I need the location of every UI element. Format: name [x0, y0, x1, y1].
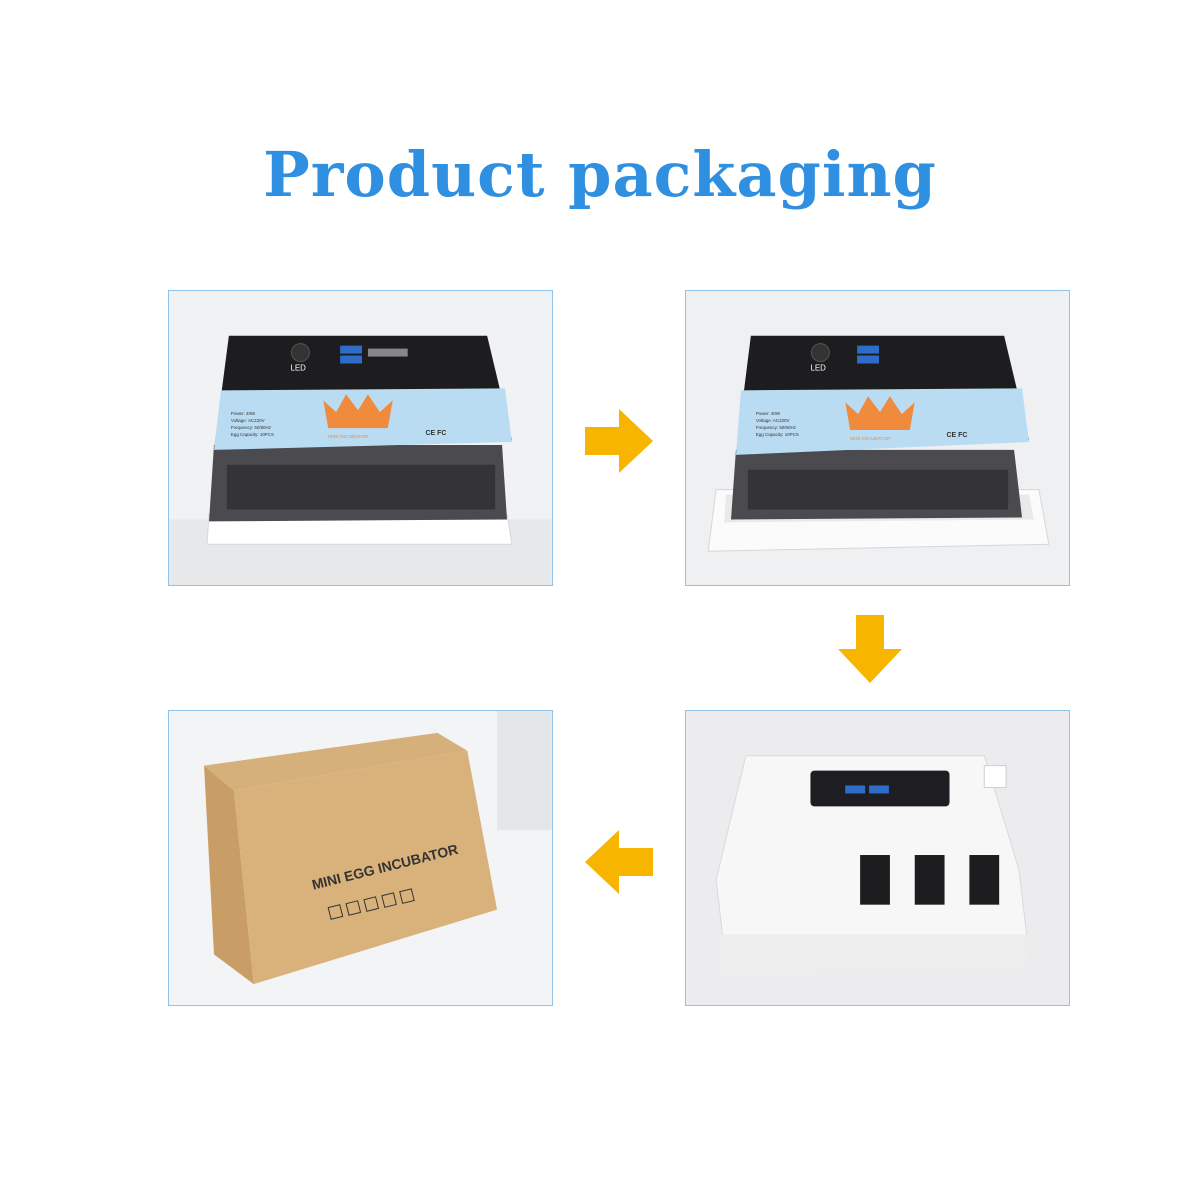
cert-marks: CE FC: [426, 430, 447, 437]
arrow-left-icon: [583, 826, 655, 898]
spec-3b: Frequency: 50/60Hz: [756, 425, 796, 430]
spec-1: Power: 40W: [231, 411, 256, 416]
spec-4: Egg Capacity: 10PCS: [231, 432, 274, 437]
photo-carton-box: MINI EGG INCUBATOR: [168, 710, 553, 1006]
photo-foam-cover: [685, 710, 1070, 1006]
page-title: Product packaging: [263, 138, 937, 211]
spec-4b: Egg Capacity: 10PCS: [756, 432, 799, 437]
brand-label: MINI INCUBATOR: [328, 434, 369, 440]
spec-1b: Power: 40W: [756, 411, 781, 416]
photo-incubator: LED MINI INCUBATOR Power: 40W Voltage: A…: [168, 290, 553, 586]
cert-marks-2: CE FC: [947, 432, 968, 439]
spec-2b: Voltage: AC220V: [756, 418, 790, 423]
led-label: LED: [290, 363, 306, 372]
brand-label-2: MINI INCUBATOR: [850, 436, 891, 442]
arrow-down-icon: [834, 613, 906, 685]
photo-incubator-in-foam: LED MINI INCUBATOR Power: 40W Voltage: A…: [685, 290, 1070, 586]
spec-3: Frequency: 50/60Hz: [231, 425, 271, 430]
spec-2: Voltage: AC220V: [231, 418, 265, 423]
arrow-right-icon: [583, 405, 655, 477]
led-label-2: LED: [810, 363, 826, 372]
